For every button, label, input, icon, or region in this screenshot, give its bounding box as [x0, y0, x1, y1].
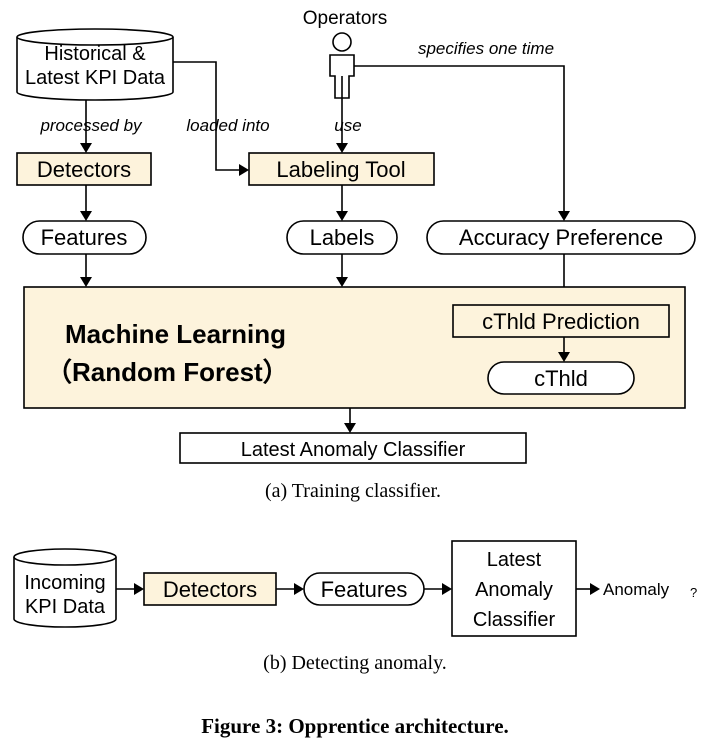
kpi-data-store: Historical & Latest KPI Data	[16, 28, 174, 101]
detectors-box	[16, 152, 152, 186]
classifier-b-line1: Latest	[487, 549, 542, 571]
operators-label: Operators	[303, 8, 387, 29]
kpi-store-label-2: Latest KPI Data	[25, 67, 166, 89]
caption-b: (b) Detecting anomaly.	[263, 652, 447, 674]
features-label-b: Features	[321, 577, 408, 602]
features-label: Features	[41, 225, 128, 250]
cthld-label: cThld	[534, 366, 588, 391]
anomaly-output-label: Anomaly	[603, 580, 670, 599]
operator-icon	[329, 32, 355, 99]
kpi-store-label-1: Historical &	[44, 43, 146, 65]
ml-title-1: Machine Learning	[65, 319, 286, 349]
latest-classifier-label: Latest Anomaly Classifier	[241, 439, 466, 461]
detectors-label: Detectors	[37, 157, 131, 182]
cthld-prediction-box	[452, 304, 670, 338]
cthld-oval	[487, 361, 635, 395]
incoming-store-label-2: KPI Data	[25, 596, 106, 618]
cthld-prediction-label: cThld Prediction	[482, 309, 640, 334]
labels-label: Labels	[310, 225, 375, 250]
incoming-kpi-store: Incoming KPI Data	[13, 548, 117, 628]
accuracy-preference-oval	[426, 220, 696, 255]
latest-classifier-box	[179, 432, 527, 464]
labeling-tool-box	[248, 152, 435, 186]
accuracy-preference-label: Accuracy Preference	[459, 225, 663, 250]
classifier-b-line2: Anomaly	[475, 579, 553, 601]
detectors-label-b: Detectors	[163, 577, 257, 602]
classifier-box-b	[451, 540, 577, 637]
incoming-store-label-1: Incoming	[24, 572, 105, 594]
anomaly-output-q: ?	[690, 585, 697, 600]
edge-processed-by: processed by	[39, 116, 143, 135]
labeling-tool-label: Labeling Tool	[276, 157, 405, 182]
edge-use: use	[334, 116, 361, 135]
caption-a: (a) Training classifier.	[265, 480, 441, 502]
detectors-box-b	[143, 572, 277, 606]
figure-caption: Figure 3: Opprentice architecture.	[201, 714, 509, 738]
ml-title-2: （Random Forest）	[46, 357, 289, 387]
edge-loaded-into: loaded into	[186, 116, 269, 135]
features-oval	[22, 220, 147, 255]
edge-specifies: specifies one time	[418, 39, 554, 58]
classifier-b-line3: Classifier	[473, 609, 556, 631]
